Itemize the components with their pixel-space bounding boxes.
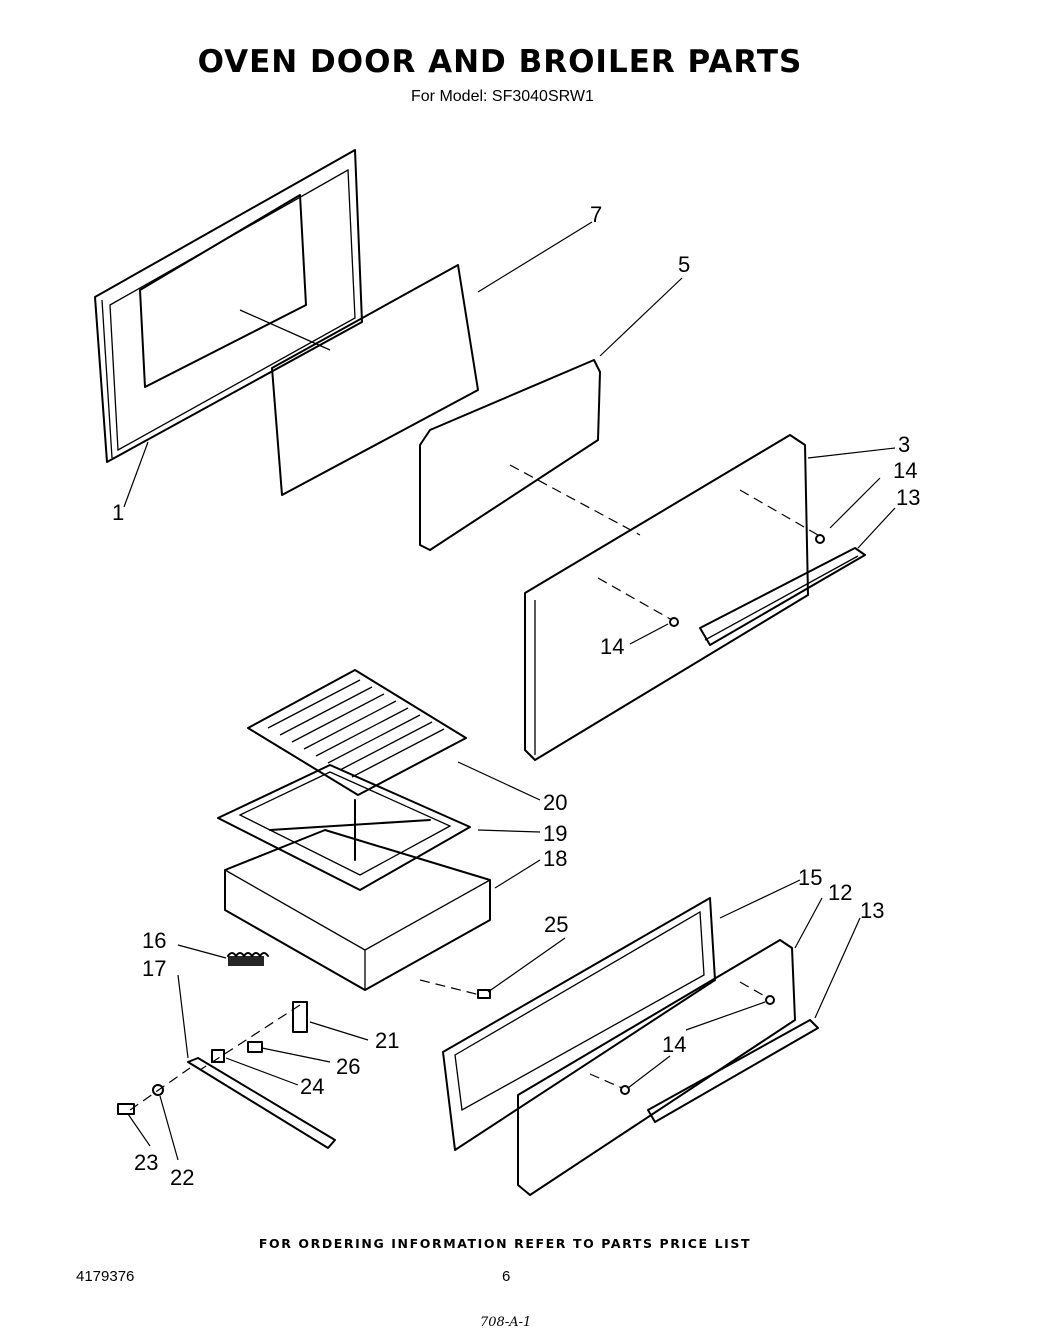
broiler-grid (247, 669, 467, 796)
document-number: 4179376 (76, 1268, 135, 1285)
callout-12: 12 (828, 880, 852, 905)
callout-14-mid: 14 (600, 634, 624, 659)
broiler-door-inner (442, 897, 716, 1151)
broiler-slide-rail (187, 1057, 336, 1149)
ordering-info-note: FOR ORDERING INFORMATION REFER TO PARTS … (258, 1236, 752, 1251)
callout-19: 19 (543, 821, 567, 846)
outer-door (524, 434, 809, 761)
callout-13-top: 13 (896, 485, 920, 510)
broiler-pan-insert (217, 764, 471, 891)
callout-14-top: 14 (893, 458, 917, 483)
door-liner-panel (419, 359, 601, 551)
callout-3: 3 (898, 432, 910, 457)
latch-bracket (292, 1001, 308, 1033)
nut-24 (211, 1049, 225, 1063)
leader-lines (123, 221, 896, 1161)
handle-screws-lower (620, 995, 775, 1095)
callout-15: 15 (798, 865, 822, 890)
callout-16: 16 (142, 928, 166, 953)
callout-23: 23 (134, 1150, 158, 1175)
callout-24: 24 (300, 1074, 324, 1099)
clip-25 (477, 989, 491, 999)
handle-screws-upper (669, 534, 825, 627)
broiler-door-outer (517, 939, 796, 1196)
callout-17: 17 (142, 956, 166, 981)
screw-26 (247, 1041, 263, 1053)
door-insulation (271, 264, 479, 496)
model-subtitle: For Model: SF3040SRW1 (411, 88, 594, 105)
callout-13-bottom: 13 (860, 898, 884, 923)
handwritten-note: 708-A-1 (480, 1315, 532, 1330)
callout-25: 25 (544, 912, 568, 937)
callout-14-bottom: 14 (662, 1032, 686, 1057)
callout-7: 7 (590, 202, 602, 227)
broiler-door-handle (647, 1019, 819, 1123)
door-handle (699, 547, 866, 646)
broiler-pan (224, 829, 491, 991)
callout-5: 5 (678, 252, 690, 277)
page-title: OVEN DOOR AND BROILER PARTS (197, 44, 803, 80)
page-number: 6 (502, 1268, 511, 1285)
fastener-22-23 (117, 1084, 164, 1115)
callout-20: 20 (543, 790, 567, 815)
callout-22: 22 (170, 1165, 194, 1190)
callout-18: 18 (543, 846, 567, 871)
inner-door-panel (94, 149, 363, 463)
broiler-spring (227, 952, 269, 966)
callout-1: 1 (112, 500, 124, 525)
callout-21: 21 (375, 1028, 399, 1053)
callout-26: 26 (336, 1054, 360, 1079)
